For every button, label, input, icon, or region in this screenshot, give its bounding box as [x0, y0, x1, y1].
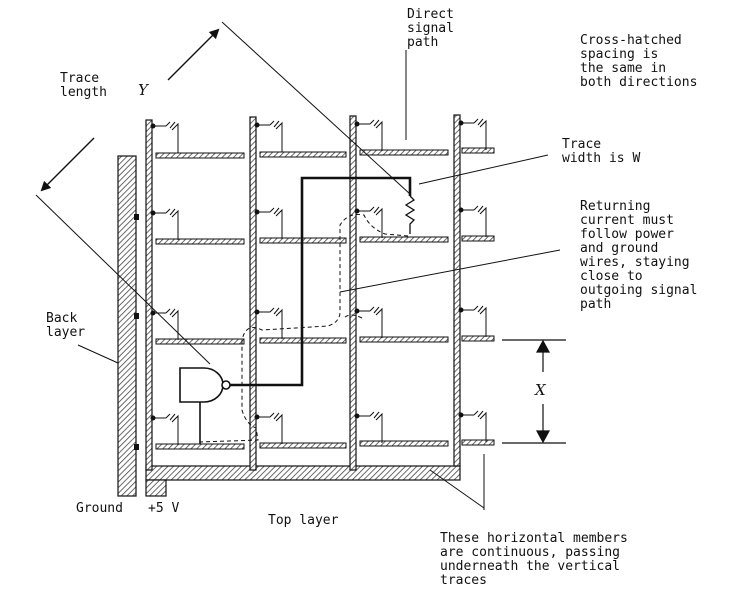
bottom-power-bus: [145, 465, 461, 497]
capacitor-9: [150, 308, 179, 340]
capacitor-14: [254, 412, 283, 444]
horizontal-members: [155, 147, 495, 450]
x-dimension-label: X: [535, 381, 546, 399]
direct-signal-path-label: Direct signal path: [407, 7, 454, 50]
trace-length-label: Trace length: [60, 71, 107, 100]
capacitor-3: [354, 119, 383, 151]
nand-gate: [179, 367, 231, 403]
back-layer-plate: [117, 155, 139, 497]
capacitor-13: [150, 413, 179, 445]
capacitor-15: [354, 411, 383, 443]
cross-hatched-note: Cross-hatched spacing is the same in bot…: [580, 33, 698, 90]
vertical-traces: [145, 114, 461, 471]
label-leaders: [77, 50, 561, 510]
capacitor-6: [254, 207, 283, 239]
capacitor-8: [458, 205, 487, 237]
top-layer-label: Top layer: [268, 513, 339, 528]
capacitor-5: [150, 208, 179, 240]
x-dimension: [502, 339, 566, 444]
trace-length-lines: [35, 21, 411, 365]
plus-5v-label: +5 V: [148, 501, 180, 516]
returning-current-note: Returning current must follow power and …: [580, 199, 698, 312]
trace-length-arrows: [40, 28, 220, 192]
y-dimension-label: Y: [138, 81, 148, 99]
back-layer-label: Back layer: [46, 311, 86, 340]
ground-label: Ground: [76, 501, 123, 516]
capacitor-11: [354, 306, 383, 338]
trace-width-label: Trace width is W: [562, 137, 641, 166]
direct-signal-path: [230, 176, 412, 387]
capacitor-1: [150, 121, 179, 153]
returning-current-path: [199, 214, 409, 443]
capacitor-16: [458, 410, 487, 442]
capacitor-10: [254, 307, 283, 339]
decoupling-capacitors: [150, 118, 487, 445]
termination-resistor: [404, 195, 416, 234]
capacitor-2: [254, 120, 283, 152]
horizontal-members-note: These horizontal members are continuous,…: [440, 531, 628, 588]
capacitor-4: [458, 118, 487, 150]
capacitor-7: [354, 206, 383, 238]
capacitor-12: [458, 305, 487, 337]
